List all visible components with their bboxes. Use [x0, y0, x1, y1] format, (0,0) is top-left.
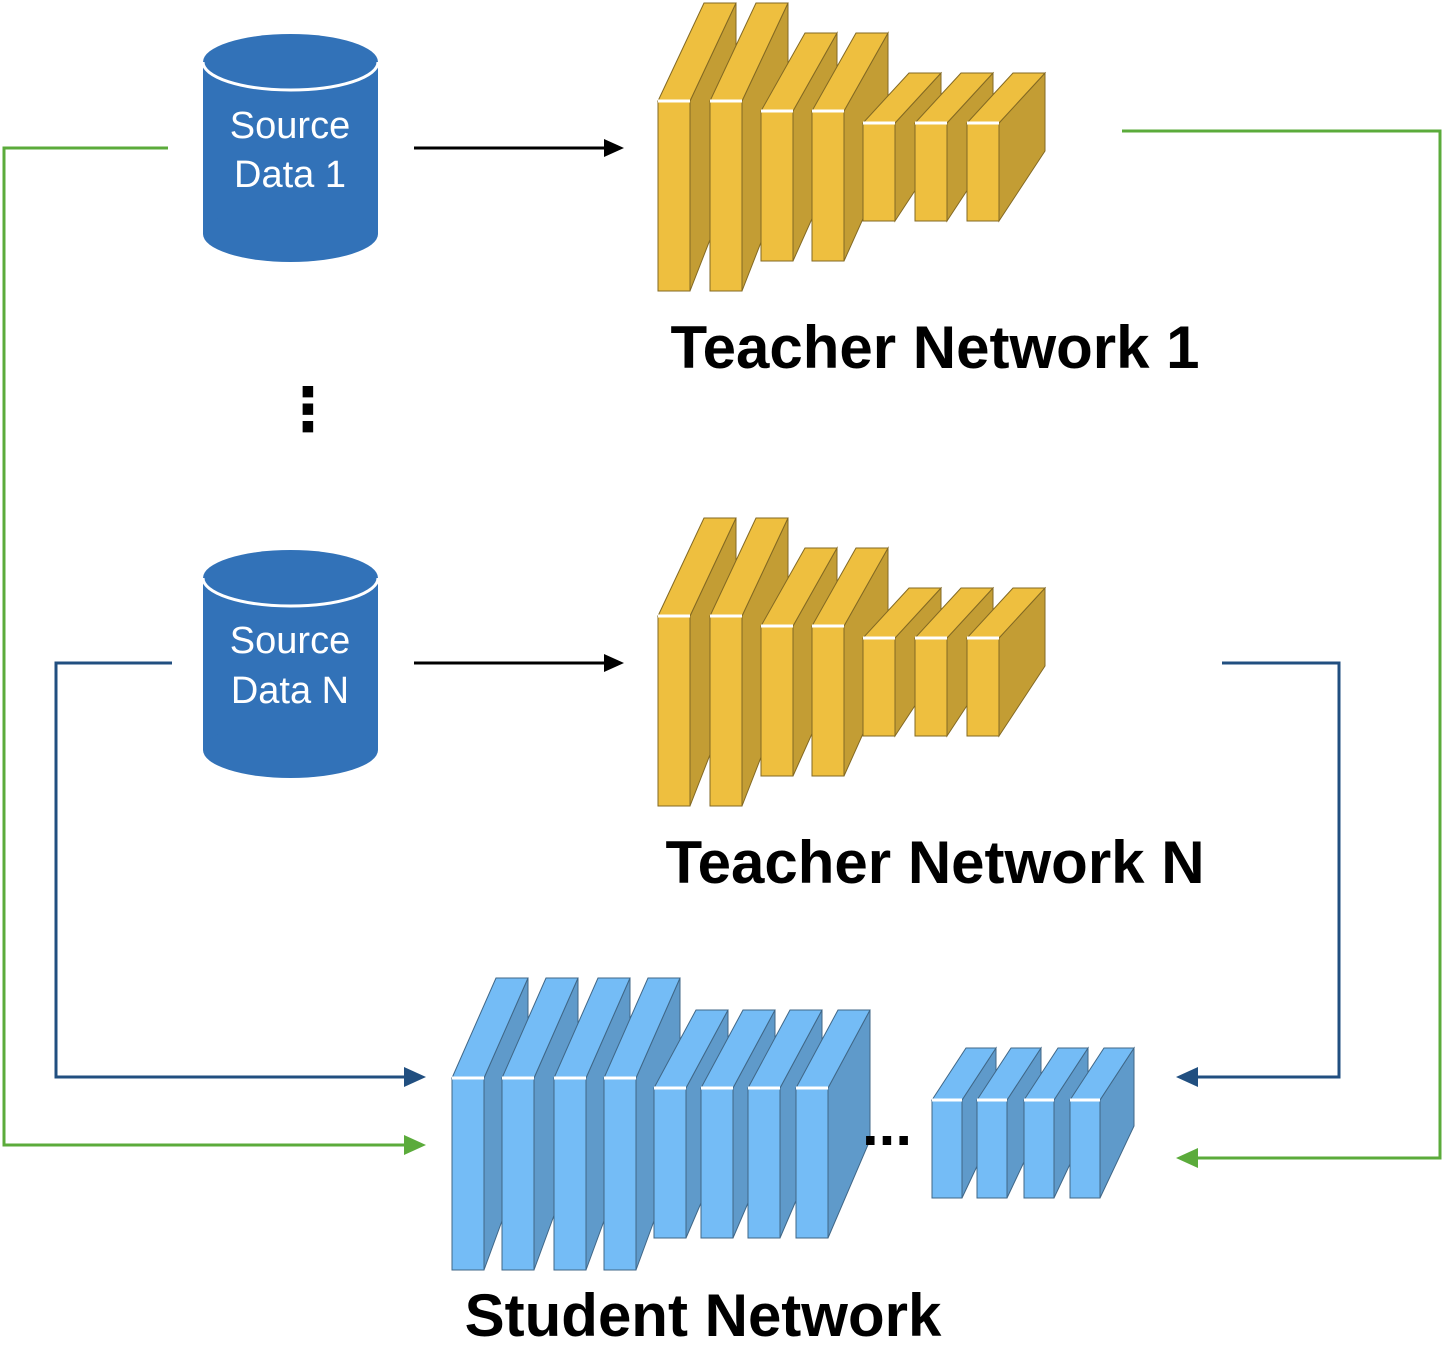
teacher-n-layer-6-front: [914, 637, 948, 737]
source-data-1-database-icon: Source Data 1: [201, 34, 380, 262]
student-layer-9-front: [931, 1099, 963, 1199]
student-layer-2-front: [501, 1077, 535, 1271]
student-layer-8: [795, 1009, 871, 1239]
teacher-1-layer-1-front: [657, 100, 691, 292]
source-n-label-line1: Source: [230, 620, 350, 662]
teacher-n-layer-5-front: [862, 637, 896, 737]
student-network-title: Student Network: [465, 1282, 942, 1349]
source-1-rim: [201, 61, 380, 92]
source-n-to-student-line: [54, 661, 410, 1079]
teacher-1-layer-7-front: [966, 122, 1000, 222]
teacher-network-1-title: Teacher Network 1: [670, 314, 1199, 381]
teacher-n-layer-7-front: [966, 637, 1000, 737]
source-1-to-teacher-1-arrowhead: [604, 139, 624, 157]
teacher-n-layer-7: [965, 586, 1047, 738]
source-1-to-student-arrowhead: [404, 1135, 426, 1155]
teacher-1-to-student-arrowhead: [1176, 1148, 1198, 1168]
teacher-1-layer-2-front: [709, 100, 743, 292]
student-layer-4-front: [603, 1077, 637, 1271]
teacher-n-layer-3-front: [760, 625, 794, 777]
teacher-network-1-layers: [657, 2, 1047, 292]
vertical-ellipsis: ⋮: [278, 376, 338, 443]
source-n-to-student-arrowhead: [404, 1067, 426, 1087]
source-n-rim: [201, 577, 380, 608]
student-layer-1-front: [451, 1077, 485, 1271]
student-layer-8-front: [795, 1087, 829, 1239]
teacher-n-layer-4-front: [811, 625, 845, 777]
student-layer-10-front: [976, 1099, 1008, 1199]
student-layer-12: [1069, 1046, 1135, 1199]
source-n-bottom: [203, 722, 378, 778]
source-1-to-student-line: [2, 146, 410, 1147]
student-layer-6-front: [700, 1087, 734, 1239]
student-layer-5-front: [653, 1087, 687, 1239]
source-data-n-database-icon: Source Data N: [201, 550, 380, 778]
teacher-1-layer-7: [965, 71, 1047, 223]
source-1-top: [203, 34, 378, 90]
green-distillation-path: [2, 129, 1442, 1168]
teacher-network-n-layers: [657, 517, 1047, 807]
teacher-n-to-student-arrowhead: [1176, 1067, 1198, 1087]
student-layer-7-front: [747, 1087, 781, 1239]
teacher-1-layer-3-front: [760, 110, 794, 262]
source-n-top: [203, 550, 378, 606]
blue-distillation-path: [54, 661, 1341, 1087]
teacher-1-layer-4-front: [811, 110, 845, 262]
teacher-n-layer-2-front: [709, 615, 743, 807]
teacher-1-to-student-line: [1122, 129, 1442, 1160]
student-layer-ellipsis: ...: [862, 1091, 912, 1158]
student-network-layers: [451, 977, 1135, 1271]
source-n-label-line2: Data N: [231, 670, 349, 712]
source-n-to-teacher-n-arrowhead: [604, 654, 624, 672]
student-layer-12-front: [1069, 1099, 1101, 1199]
source-1-label-line2: Data 1: [234, 154, 346, 196]
student-layer-11-front: [1023, 1099, 1055, 1199]
student-layer-10: [976, 1046, 1042, 1199]
teacher-1-layer-5-front: [862, 122, 896, 222]
source-1-label-line1: Source: [230, 105, 350, 147]
teacher-1-layer-6-front: [914, 122, 948, 222]
teacher-n-layer-1-front: [657, 615, 691, 807]
student-layer-3-front: [553, 1077, 587, 1271]
teacher-n-to-student-line: [1192, 661, 1341, 1079]
teacher-network-n-title: Teacher Network N: [665, 829, 1204, 896]
source-1-bottom: [203, 206, 378, 262]
source-to-teacher-arrows: [414, 139, 624, 672]
